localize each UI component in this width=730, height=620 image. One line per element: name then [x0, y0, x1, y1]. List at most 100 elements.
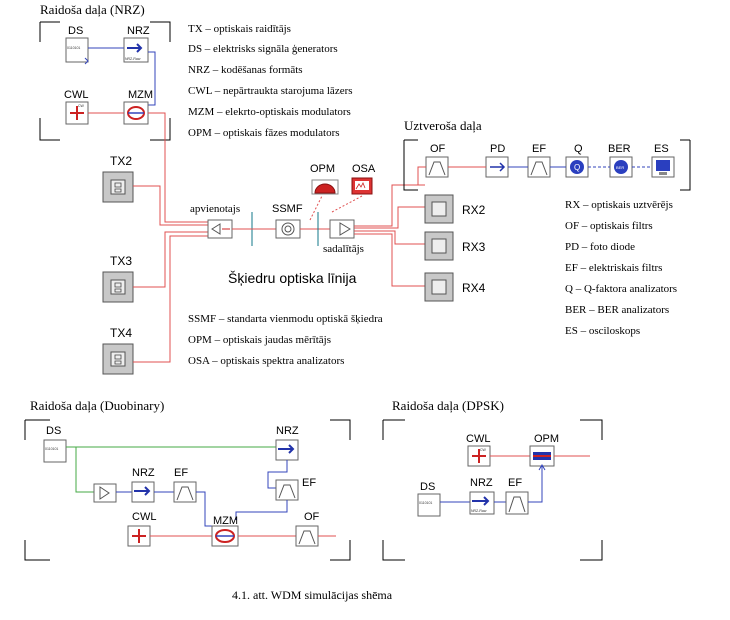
splitter-to-rx3-link — [354, 230, 425, 245]
legend-ef: EF – elektriskais filtrs — [565, 262, 662, 274]
legend-rx: RX – optiskais uztvērējs — [565, 199, 673, 211]
duo-ds-bits: 0110101 — [45, 447, 58, 451]
mzm-label: MZM — [128, 89, 153, 101]
opm-probe-link — [309, 195, 323, 221]
splitter-to-rx4-link — [354, 233, 425, 287]
ssmf-block[interactable] — [275, 219, 301, 239]
osa-meter[interactable] — [351, 177, 373, 195]
tx3-to-combiner-link — [133, 231, 208, 288]
ef-block[interactable] — [527, 156, 551, 178]
legend-pd: PD – foto diode — [565, 241, 635, 253]
legend-ber: BER – BER analizators — [565, 304, 669, 316]
dpsk-ds-label: DS — [420, 481, 435, 493]
rx3-label: RX3 — [462, 240, 486, 254]
duo-nrz2-block[interactable] — [275, 439, 299, 461]
mzm-block[interactable] — [123, 101, 149, 125]
duo-nrz-label: NRZ — [132, 467, 155, 479]
dpsk-section-title: Raidoša daļa (DPSK) — [392, 398, 504, 413]
dpsk-ef-to-opm-link — [528, 466, 543, 503]
cwl-block[interactable]: CW — [65, 101, 89, 125]
duo-ds-label: DS — [46, 425, 61, 437]
ef2-to-mzm-link — [235, 500, 288, 520]
rx2-block[interactable] — [424, 194, 454, 224]
nrz2-to-ef2-link — [267, 460, 288, 489]
tx3-block[interactable] — [102, 271, 134, 303]
legend-of: OF – optiskais filtrs — [565, 220, 653, 232]
q-label: Q — [574, 143, 583, 155]
dpsk-cwl-block[interactable]: CW — [467, 445, 491, 467]
ef-label: EF — [532, 143, 546, 155]
dpsk-nrz-block[interactable]: NRZ-Raw — [469, 491, 495, 515]
es-label: ES — [654, 143, 669, 155]
duo-nrz-block[interactable] — [131, 481, 155, 503]
legend-line: SSMF – standarta vienmodu optiskā šķiedr… — [188, 313, 383, 367]
ssmf-label: SSMF — [272, 203, 303, 215]
duo-ef-block[interactable] — [173, 481, 197, 503]
combiner-block[interactable] — [207, 219, 233, 239]
duo-cwl-block[interactable] — [127, 525, 151, 547]
ds-block[interactable]: 0110101 — [65, 37, 89, 65]
tx2-label: TX2 — [110, 154, 132, 168]
dpsk-cwl-cw-tag: CW — [480, 448, 487, 452]
precoder-block[interactable] — [93, 483, 117, 503]
fiber-line-label: Šķiedru optiska līnija — [228, 270, 357, 286]
figure-caption: 4.1. att. WDM simulācijas shēma — [232, 588, 393, 602]
duo-cwl-label: CWL — [132, 511, 156, 523]
ber-label: BER — [608, 143, 631, 155]
oscilloscope[interactable] — [651, 156, 675, 178]
dpsk-ds-block[interactable]: 0110101 — [417, 493, 441, 517]
receiver-section-frame — [403, 139, 691, 191]
cwl-label: CWL — [64, 89, 88, 101]
q-glyph: Q — [574, 163, 580, 172]
cwl-cw-tag: CW — [78, 104, 85, 108]
dpsk-ef-label: EF — [508, 477, 522, 489]
dpsk-nrz-label: NRZ — [470, 477, 493, 489]
legend-q: Q – Q-faktora analizators — [565, 283, 677, 295]
dpsk-section-frame — [382, 419, 603, 561]
legend-ssmf: SSMF – standarta vienmodu optiskā šķiedr… — [188, 313, 383, 325]
rx4-label: RX4 — [462, 281, 486, 295]
q-analyzer[interactable]: Q — [565, 156, 589, 178]
nrz-block[interactable]: NRZ-Raw — [123, 37, 149, 63]
duo-ef2-label: EF — [302, 477, 316, 489]
ber-analyzer[interactable]: BER — [609, 156, 633, 178]
tx4-block[interactable] — [102, 343, 134, 375]
tx2-to-combiner-link — [133, 185, 208, 226]
legend-transmitter: TX – optiskais raidītājs DS – elektrisks… — [188, 23, 353, 139]
nrz-section-title: Raidoša daļa (NRZ) — [40, 2, 145, 17]
osa-probe-link — [331, 195, 363, 213]
of-block[interactable] — [425, 156, 449, 178]
dpsk-arrow-head — [538, 464, 546, 471]
splitter-to-rx1-link — [354, 184, 425, 227]
nrz-section-frame — [39, 21, 171, 141]
tx4-label: TX4 — [110, 326, 132, 340]
ds-to-precoder-link — [75, 447, 94, 493]
dpsk-cwl-label: CWL — [466, 433, 490, 445]
tx2-block[interactable] — [102, 171, 134, 203]
rx4-block[interactable] — [424, 272, 454, 302]
opm-meter[interactable] — [311, 179, 339, 195]
duo-ef2-block[interactable] — [275, 479, 299, 501]
splitter-block[interactable] — [329, 219, 355, 239]
duo-mzm-label: MZM — [213, 515, 238, 527]
legend-opm-power: OPM – optiskais jaudas mērītājs — [188, 334, 331, 346]
splitter-to-rx2-link — [354, 206, 425, 229]
duobinary-section-title: Raidoša daļa (Duobinary) — [30, 398, 164, 413]
duobinary-section-frame — [24, 419, 351, 561]
duo-mzm-block[interactable] — [211, 525, 239, 547]
dpsk-ef-block[interactable] — [505, 491, 529, 515]
duo-ds-block[interactable]: 0110101 — [43, 439, 67, 463]
legend-osa: OSA – optiskais spektra analizators — [188, 355, 344, 367]
legend-es: ES – osciloskops — [565, 325, 640, 337]
dpsk-opm-block[interactable] — [529, 445, 555, 467]
dpsk-nrz-raw-tag: NRZ-Raw — [471, 509, 487, 513]
duo-nrz2-label: NRZ — [276, 425, 299, 437]
rx3-block[interactable] — [424, 231, 454, 261]
duo-of-block[interactable] — [295, 525, 319, 547]
splitter-label: sadalītājs — [323, 243, 364, 255]
ds-label: DS — [68, 25, 83, 37]
rx1-input-link — [410, 166, 426, 186]
pd-block[interactable] — [485, 156, 509, 178]
legend-ds: DS – elektrisks signāla ģenerators — [188, 43, 338, 55]
